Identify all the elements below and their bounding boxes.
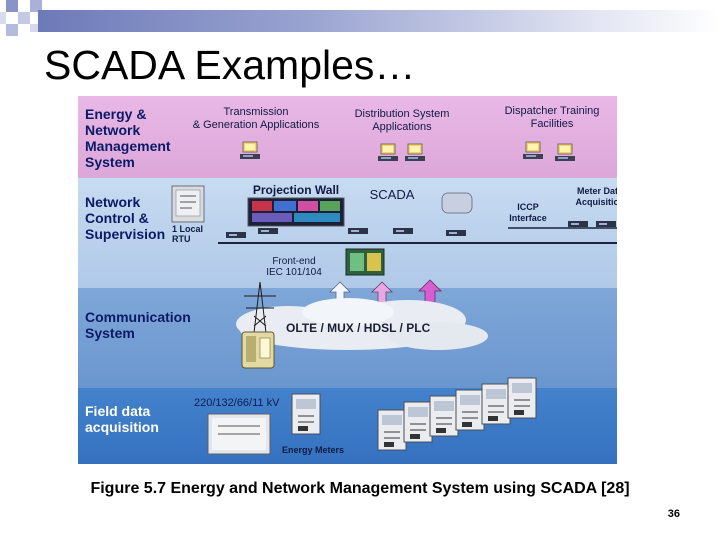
- scada-diagram: Energy & Network Management System Netwo…: [78, 96, 617, 464]
- workstation-icon: [596, 221, 616, 227]
- figure-caption: Figure 5.7 Energy and Network Management…: [90, 480, 630, 497]
- page-number: 36: [667, 508, 680, 520]
- energy-meter-icon: [377, 409, 407, 451]
- telephone-icon: [241, 331, 275, 369]
- workstation-icon: [377, 143, 399, 162]
- label-dispatcher: Dispatcher Training Facilities: [504, 105, 600, 130]
- band-label-comm: Communication System: [85, 309, 191, 341]
- workstation-icon: [393, 228, 413, 234]
- display-wall-icon: [247, 197, 345, 227]
- corner-squares-decoration: [0, 0, 42, 36]
- energy-meter-icon: [455, 389, 485, 431]
- workstation-icon: [568, 221, 588, 227]
- band-label-network: Network Control & Supervision: [85, 194, 166, 242]
- workstation-icon: [404, 143, 426, 162]
- title-accent-bar: [38, 10, 720, 32]
- band-energy-management: [78, 96, 617, 178]
- slide-title: SCADA Examples…: [44, 42, 416, 88]
- label-meter-data: Meter Data Acquisition: [575, 186, 618, 207]
- label-voltage: 220/132/66/11 kV: [194, 397, 280, 409]
- transmission-tower-icon: [244, 281, 276, 351]
- energy-meter-icon: [403, 401, 433, 443]
- label-distribution: Distribution System Applications: [354, 108, 450, 133]
- workstation-icon: [522, 141, 544, 160]
- band-label-field: Field data acquisition: [85, 403, 159, 435]
- workstation-icon: [226, 232, 246, 238]
- workstation-icon: [554, 143, 576, 162]
- label-iccp: ICCP Interface: [509, 202, 547, 223]
- workstation-icon: [446, 230, 466, 236]
- diagram-graphics: OLTE / MUX / HDSL / PLC: [171, 141, 617, 455]
- rtu-cabinet-icon: [171, 185, 205, 223]
- label-front-end: Front-end IEC 101/104: [266, 256, 322, 278]
- network-cloud-icon: [236, 298, 488, 350]
- label-energy-meters: Energy Meters: [282, 445, 345, 455]
- label-scada: SCADA: [369, 187, 415, 202]
- label-transmission: Transmission & Generation Applications: [192, 106, 320, 131]
- energy-meter-icon: [507, 377, 537, 419]
- label-projection-wall: Projection Wall: [252, 183, 340, 197]
- workstation-icon: [258, 228, 278, 234]
- cloud-label: OLTE / MUX / HDSL / PLC: [286, 321, 431, 335]
- rtu-cabinet-icon: [207, 413, 271, 455]
- energy-meter-icon: [481, 383, 511, 425]
- workstation-icon: [348, 228, 368, 234]
- energy-meter-icon: [291, 393, 321, 435]
- energy-meter-icon: [429, 395, 459, 437]
- band-label-energy: Energy & Network Management System: [85, 106, 171, 170]
- database-icon: [441, 192, 473, 214]
- workstation-icon: [239, 141, 261, 160]
- data-flow-arrows: [329, 279, 442, 312]
- front-end-rack: [345, 248, 385, 276]
- label-local-rtu: 1 Local RTU: [172, 224, 204, 244]
